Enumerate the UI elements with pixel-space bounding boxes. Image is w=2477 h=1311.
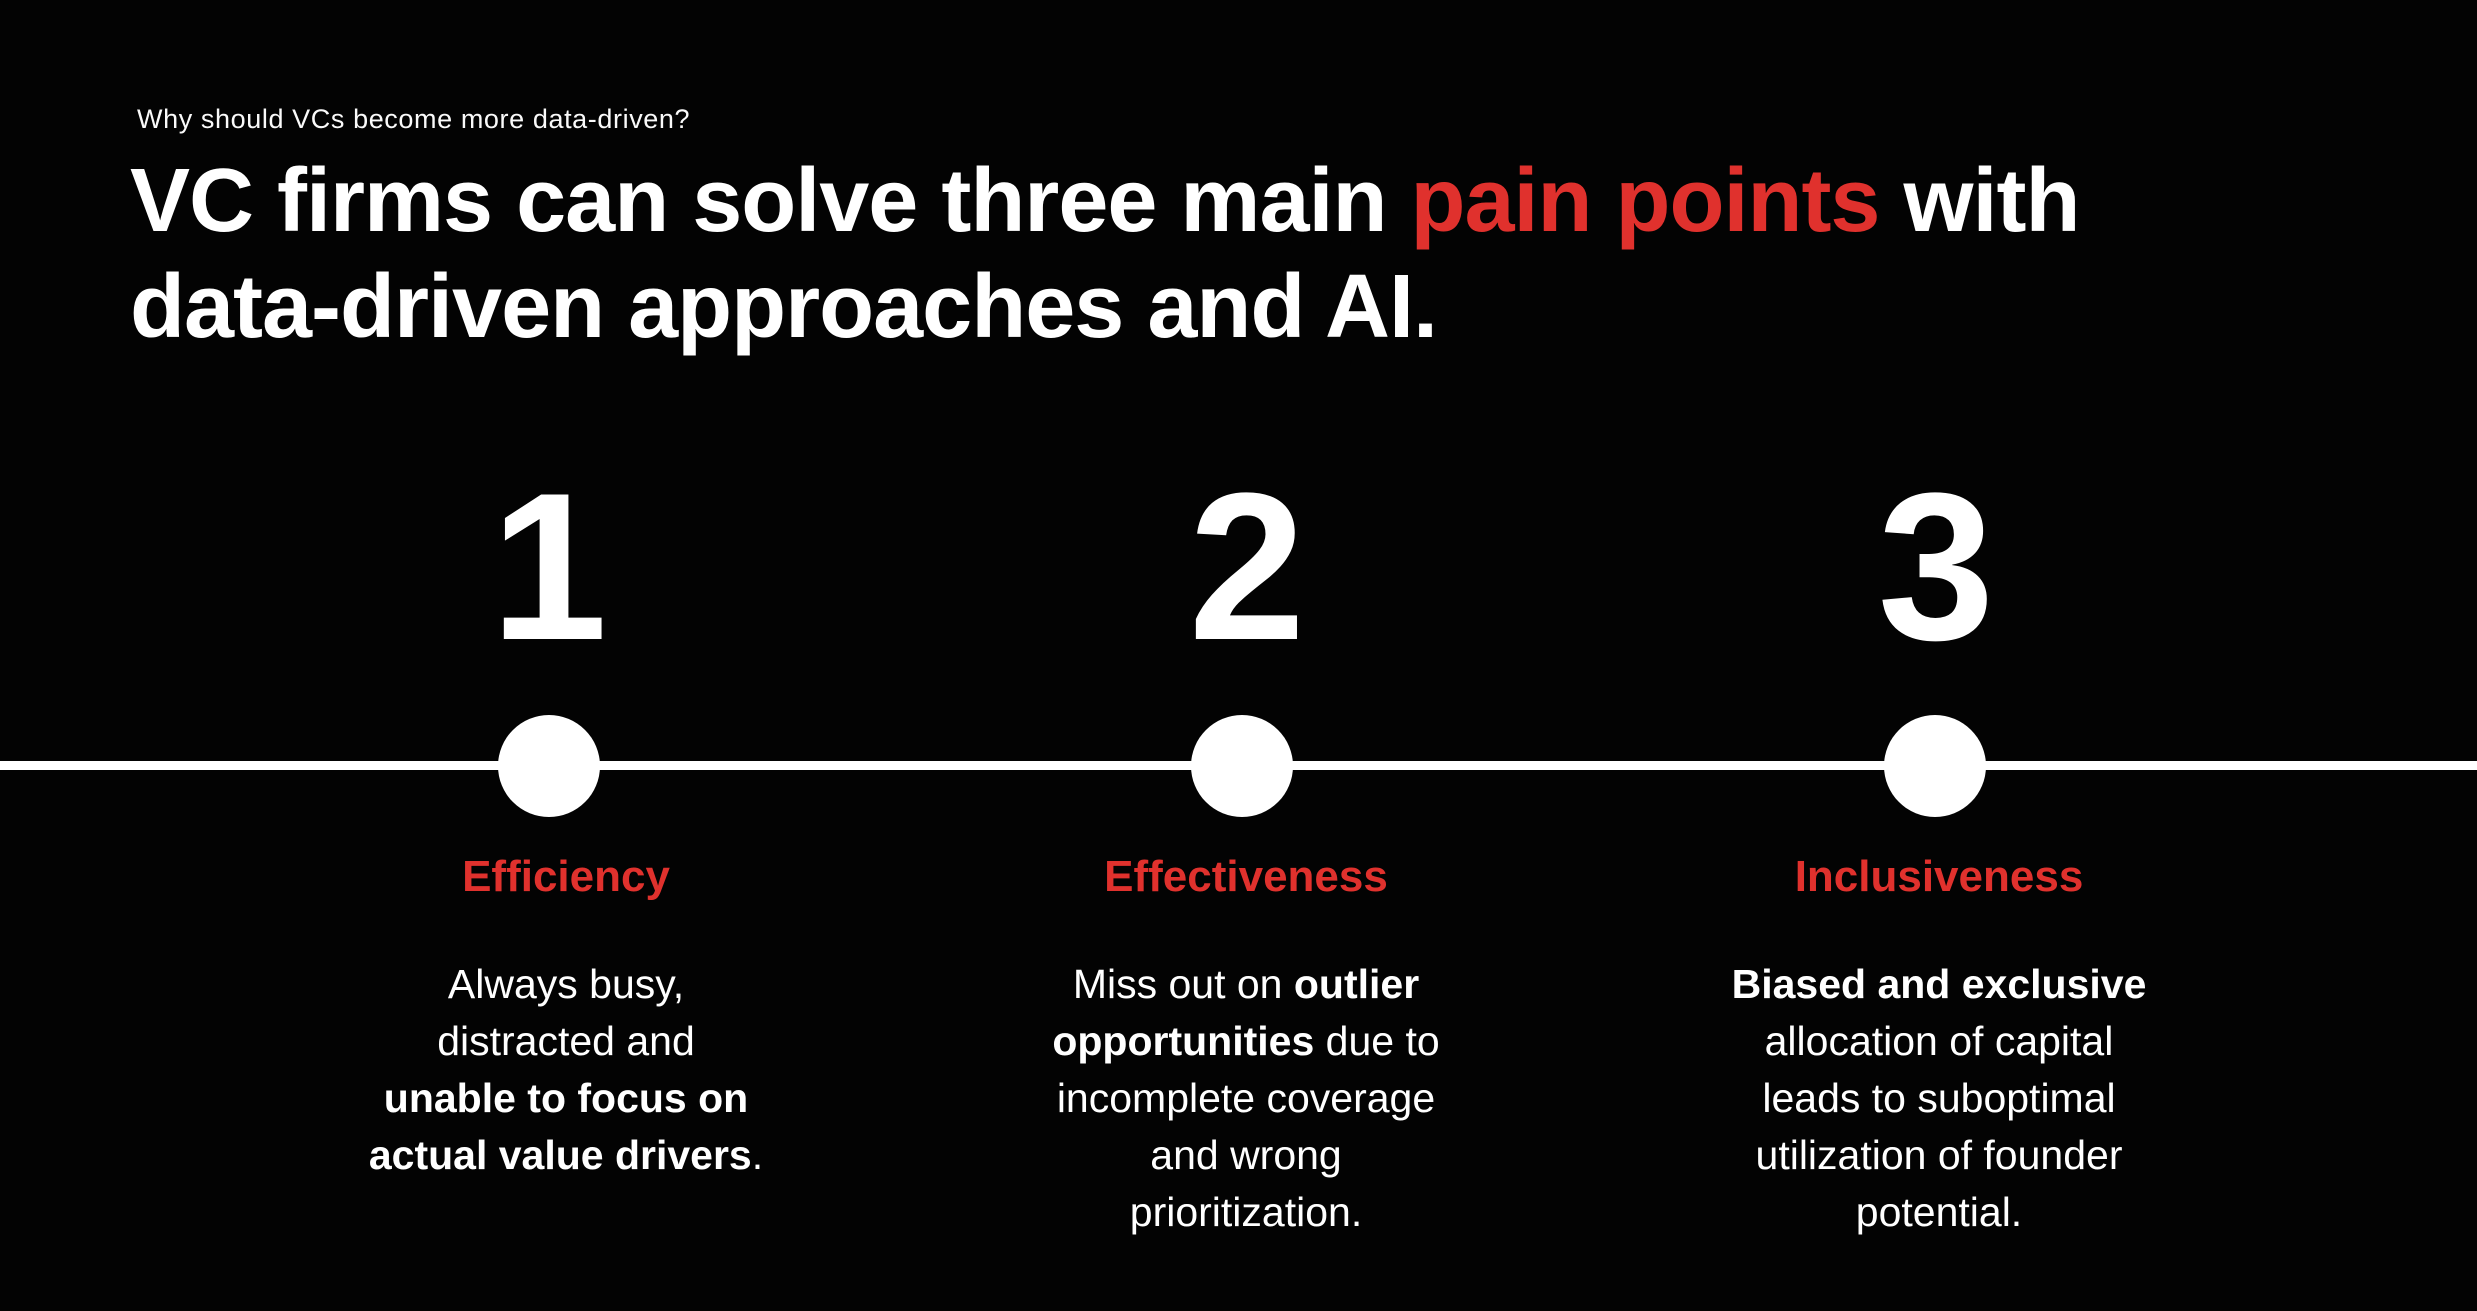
headline: VC firms can solve three main pain point… [130,148,2080,360]
column-heading-effectiveness: Effectiveness [1104,852,1388,901]
step-number-2: 2 [1188,449,1306,684]
headline-segment: VC firms can solve three main [130,151,1411,251]
kicker-text: Why should VCs become more data-driven? [137,104,691,134]
step-number-3: 3 [1877,449,1995,684]
column-heading-inclusiveness: Inclusiveness [1794,852,2084,901]
timeline-dot-3 [1884,715,1986,817]
headline-line2: data-driven approaches and AI. [130,257,1438,357]
headline-segment: with [1879,151,2080,251]
timeline-dot-2 [1191,715,1293,817]
column-heading-efficiency: Efficiency [462,852,670,901]
headline-highlight: pain points [1410,151,1881,251]
step-number-1: 1 [490,449,608,684]
timeline-dot-1 [498,715,600,817]
